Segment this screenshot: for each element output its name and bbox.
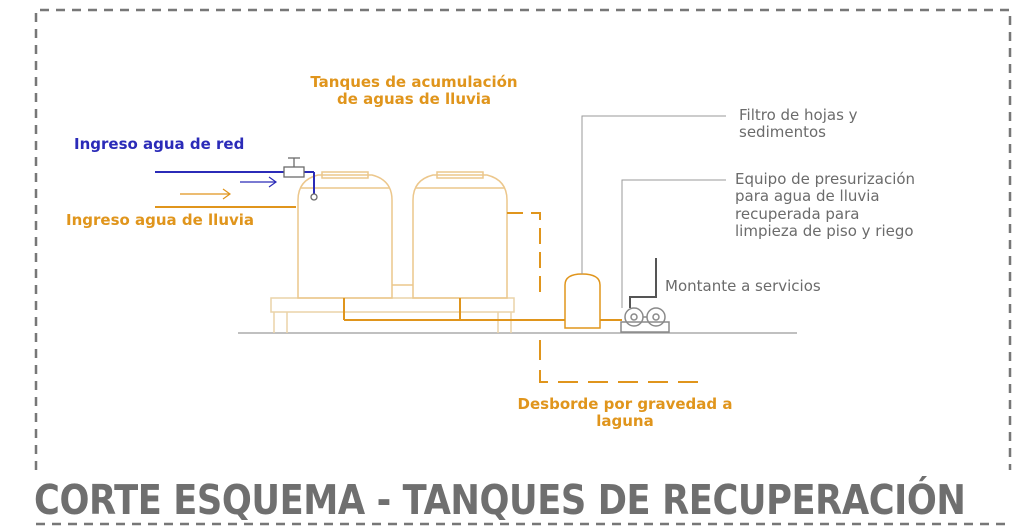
rain-inlet-arrow [180,188,232,200]
pump-label-line-1: Equipo de presurización [735,170,916,188]
tanks-label-line-1: Tanques de acumulación [310,73,518,91]
network-inlet-arrow [240,176,278,188]
riser-label: Montante a servicios [665,277,821,295]
tanks-label: Tanques de acumulación de aguas de lluvi… [284,73,544,109]
overflow-label-line-2: laguna [596,412,654,431]
tank-2 [412,171,508,299]
overflow-label-line-1: Desborde por gravedad a [517,395,733,413]
pump-leader [621,179,726,308]
filter-label-line-2: sedimentos [739,123,826,142]
pump-label-line-3: recuperada para [735,204,860,223]
rainwater-piping [155,206,700,383]
diagram-title: CORTE ESQUEMA - TANQUES DE RECUPERACIÓN [34,476,966,524]
pump-label: Equipo de presurización para agua de llu… [735,170,916,240]
dashed-frame [34,8,1012,470]
network-inlet-label: Ingreso agua de red [74,135,245,153]
filter-vessel [564,273,601,329]
network-water-piping [155,171,315,194]
tank-1 [297,171,393,299]
pump-label-line-4: limpieza de piso y riego [735,221,914,240]
tanks-label-line-2: de aguas de lluvia [336,90,492,109]
filter-label-line-1: Filtro de hojas y [739,106,858,124]
rain-inlet-label: Ingreso agua de lluvia [66,211,255,229]
filter-leader [581,115,726,274]
riser-pipe [629,258,657,308]
pump-unit [620,307,670,333]
pump-label-line-2: para agua de lluvia [735,187,880,206]
valve [283,157,318,201]
tank-platform [270,297,515,333]
filter-label: Filtro de hojas y sedimentos [739,106,858,142]
overflow-label: Desborde por gravedad a laguna [485,395,765,431]
